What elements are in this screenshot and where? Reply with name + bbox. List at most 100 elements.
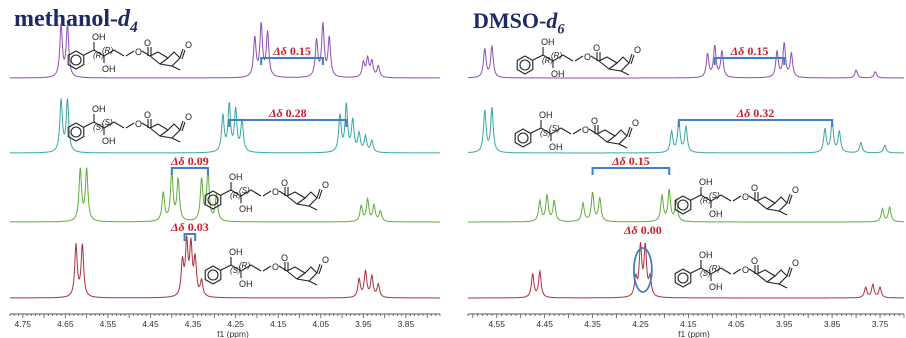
title-italic: d bbox=[546, 8, 558, 33]
title-text: DMSO- bbox=[473, 8, 547, 33]
stereo-label-top: (R) bbox=[93, 51, 104, 60]
title-subscript: 6 bbox=[557, 21, 565, 38]
methyl-bond bbox=[778, 210, 788, 216]
oh-label: OH bbox=[229, 247, 243, 257]
ester-bond bbox=[125, 122, 135, 129]
bridge-bond bbox=[159, 129, 169, 137]
bridge-bond bbox=[766, 275, 776, 283]
x-tick-label: 4.65 bbox=[57, 319, 74, 329]
x-tick-label: 3.85 bbox=[824, 319, 841, 329]
lactone-ring bbox=[756, 269, 788, 285]
oxygen-label: O bbox=[742, 192, 749, 202]
ester-bond bbox=[262, 265, 272, 272]
x-tick-label: 4.45 bbox=[142, 319, 159, 329]
lactone-carbonyl bbox=[786, 266, 791, 277]
delta-annotation: Δδ 0.28 bbox=[268, 106, 307, 120]
lactone-carbonyl bbox=[316, 188, 321, 199]
panel-title-dmso: DMSO-d6 bbox=[473, 8, 564, 38]
ester-bond-2 bbox=[278, 190, 288, 197]
ester-bond bbox=[732, 195, 742, 202]
oxygen-label: O bbox=[751, 256, 758, 266]
spectrum-trace bbox=[10, 234, 440, 299]
methyl-bond bbox=[308, 205, 318, 211]
ester-bond bbox=[572, 128, 582, 135]
x-tick-label: 3.95 bbox=[776, 319, 793, 329]
bridge-bond bbox=[606, 135, 616, 143]
lactone-carbonyl bbox=[786, 193, 791, 204]
x-tick-label: 4.25 bbox=[632, 319, 649, 329]
lactone-ring bbox=[149, 51, 181, 67]
x-tick-label: 4.35 bbox=[185, 319, 202, 329]
ester-bond-2 bbox=[141, 50, 151, 57]
ester-bond bbox=[125, 50, 135, 57]
x-axis-label: f1 (ppm) bbox=[217, 329, 249, 338]
benzene-ring bbox=[67, 122, 85, 142]
oh-label: OH bbox=[102, 136, 116, 146]
spectrum-trace bbox=[468, 242, 904, 299]
oxygen-label: O bbox=[634, 45, 641, 55]
x-tick-label: 4.25 bbox=[227, 319, 244, 329]
aromatic-circle bbox=[207, 269, 219, 281]
delta-bracket bbox=[591, 167, 671, 175]
oxygen-label: O bbox=[582, 125, 589, 135]
x-tick-label: 4.45 bbox=[536, 319, 553, 329]
stereo-label-bottom: (R) bbox=[239, 261, 250, 270]
delta-bracket bbox=[170, 167, 209, 175]
aromatic-circle bbox=[677, 199, 689, 211]
x-tick-label: 3.95 bbox=[355, 319, 372, 329]
benzene-ring bbox=[674, 268, 692, 288]
delta-annotation: Δδ 0.09 bbox=[170, 154, 209, 168]
lactone-carbonyl-double bbox=[788, 194, 793, 205]
lactone-carbonyl bbox=[626, 126, 631, 137]
delta-symbol: Δδ bbox=[736, 106, 751, 120]
methyl-bond bbox=[171, 137, 181, 143]
oh-label: OH bbox=[709, 282, 723, 292]
delta-symbol: Δδ bbox=[623, 223, 638, 237]
ester-bond-2 bbox=[590, 55, 600, 62]
panel-title-methanol: methanol-d4 bbox=[14, 6, 138, 37]
lactone-carbonyl-double bbox=[318, 189, 323, 200]
oh-label: OH bbox=[549, 142, 563, 152]
lactone-ring bbox=[598, 56, 630, 72]
oh-label: OH bbox=[92, 32, 106, 42]
delta-annotation: Δδ 0.00 bbox=[623, 223, 662, 237]
stereo-label-top: (R) bbox=[230, 191, 241, 200]
lactone-ring bbox=[596, 129, 628, 145]
lactone-ring bbox=[756, 196, 788, 212]
stereo-label-top: (S) bbox=[540, 129, 551, 138]
stereo-label-bottom: (S) bbox=[102, 118, 113, 127]
delta-value: 0.15 bbox=[287, 44, 311, 58]
ester-bond-2 bbox=[588, 128, 598, 135]
oxygen-label: O bbox=[185, 40, 192, 50]
x-tick-label: 4.55 bbox=[488, 319, 505, 329]
oxygen-label: O bbox=[751, 183, 758, 193]
delta-bracket bbox=[260, 57, 324, 65]
spectrum-trace bbox=[468, 107, 904, 154]
delta-symbol: Δδ bbox=[170, 220, 185, 234]
oxygen-label: O bbox=[591, 116, 598, 126]
x-axis-label: f1 (ppm) bbox=[678, 329, 710, 338]
stereo-label-top: (S) bbox=[230, 266, 241, 275]
oh-label: OH bbox=[229, 172, 243, 182]
delta-bracket bbox=[228, 119, 348, 127]
title-italic: d bbox=[118, 6, 130, 32]
spectrum-trace bbox=[10, 167, 440, 223]
delta-value: 0.00 bbox=[638, 223, 662, 237]
spectrum-trace bbox=[468, 41, 904, 79]
x-tick-label: 4.15 bbox=[680, 319, 697, 329]
delta-symbol: Δδ bbox=[268, 106, 283, 120]
oxygen-label: O bbox=[742, 265, 749, 275]
delta-annotation: Δδ 0.15 bbox=[272, 44, 311, 58]
bridge-bond bbox=[296, 272, 306, 280]
x-tick-label: 4.35 bbox=[584, 319, 601, 329]
benzene-ring bbox=[516, 55, 534, 75]
ester-bond bbox=[574, 55, 584, 62]
stereo-label-bottom: (S) bbox=[709, 191, 720, 200]
lactone-carbonyl-double bbox=[181, 49, 186, 60]
x-tick-label: 4.05 bbox=[728, 319, 745, 329]
methyl-bond bbox=[778, 283, 788, 289]
delta-symbol: Δδ bbox=[611, 154, 626, 168]
